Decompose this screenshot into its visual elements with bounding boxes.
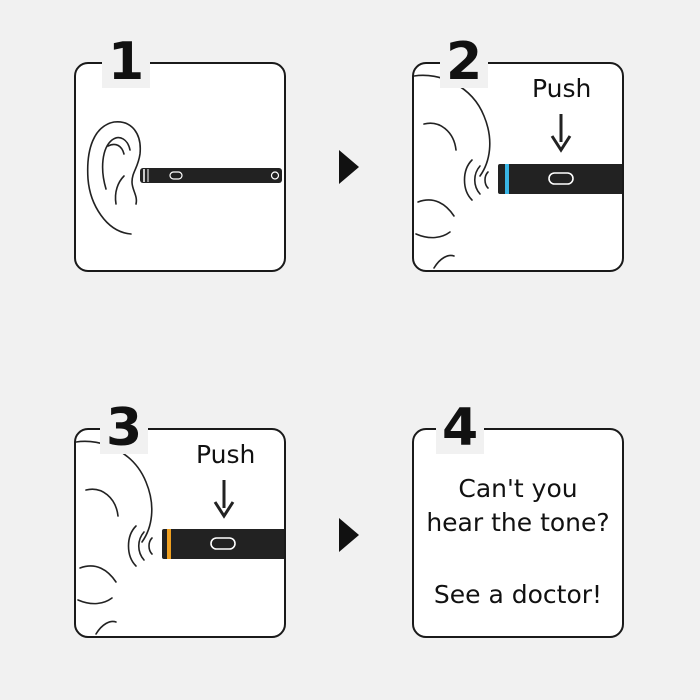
- step-3-panel: Push: [74, 428, 286, 638]
- sound-waves-icon: [463, 159, 489, 201]
- device-icon: [162, 529, 284, 559]
- push-label: Push: [532, 74, 592, 103]
- next-step-arrow-icon: [339, 518, 359, 552]
- message-line-1: Can't you: [458, 474, 578, 503]
- message-line-3: See a doctor!: [433, 580, 603, 609]
- ear-icon: [76, 440, 153, 635]
- step-4-number: 4: [436, 402, 485, 454]
- step-2-panel: Push: [412, 62, 624, 272]
- step-1-scene: [86, 121, 282, 235]
- device-icon: [498, 164, 622, 194]
- ear-icon: [414, 74, 491, 269]
- device-icon: [140, 168, 282, 183]
- sound-waves-icon: [127, 525, 153, 567]
- step-2-scene: [414, 74, 622, 269]
- next-step-arrow-icon: [339, 150, 359, 184]
- step-3-scene: [76, 440, 284, 635]
- step-4-panel: Can't you hear the tone? See a doctor!: [412, 428, 624, 638]
- push-down-arrow-icon: [213, 480, 235, 519]
- step-2-number: 2: [440, 36, 489, 88]
- step-3-number: 3: [100, 402, 149, 454]
- push-down-arrow-icon: [550, 114, 572, 153]
- ear-icon: [86, 121, 141, 235]
- step-1-panel: [74, 62, 286, 272]
- push-label: Push: [196, 440, 256, 469]
- step-1-number: 1: [102, 36, 151, 88]
- message-line-2: hear the tone?: [426, 508, 610, 537]
